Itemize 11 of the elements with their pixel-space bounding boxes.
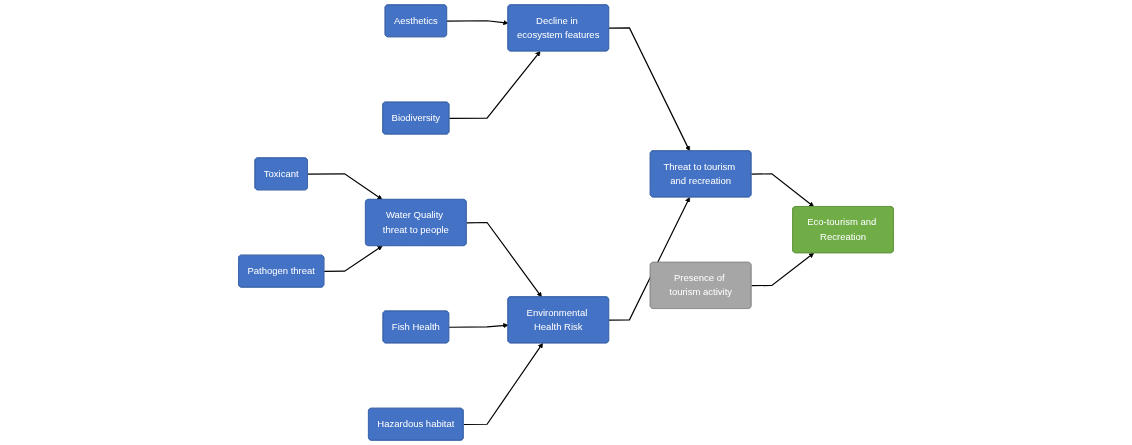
arrow <box>462 343 543 426</box>
arrow <box>446 20 509 26</box>
arrow <box>323 245 383 273</box>
arrow <box>448 51 541 119</box>
arrow <box>608 27 690 152</box>
arrow <box>750 173 815 207</box>
arrow <box>750 252 815 287</box>
arrow <box>466 221 542 298</box>
arrow <box>307 173 383 200</box>
arrow <box>448 322 509 329</box>
arrow <box>608 197 690 321</box>
